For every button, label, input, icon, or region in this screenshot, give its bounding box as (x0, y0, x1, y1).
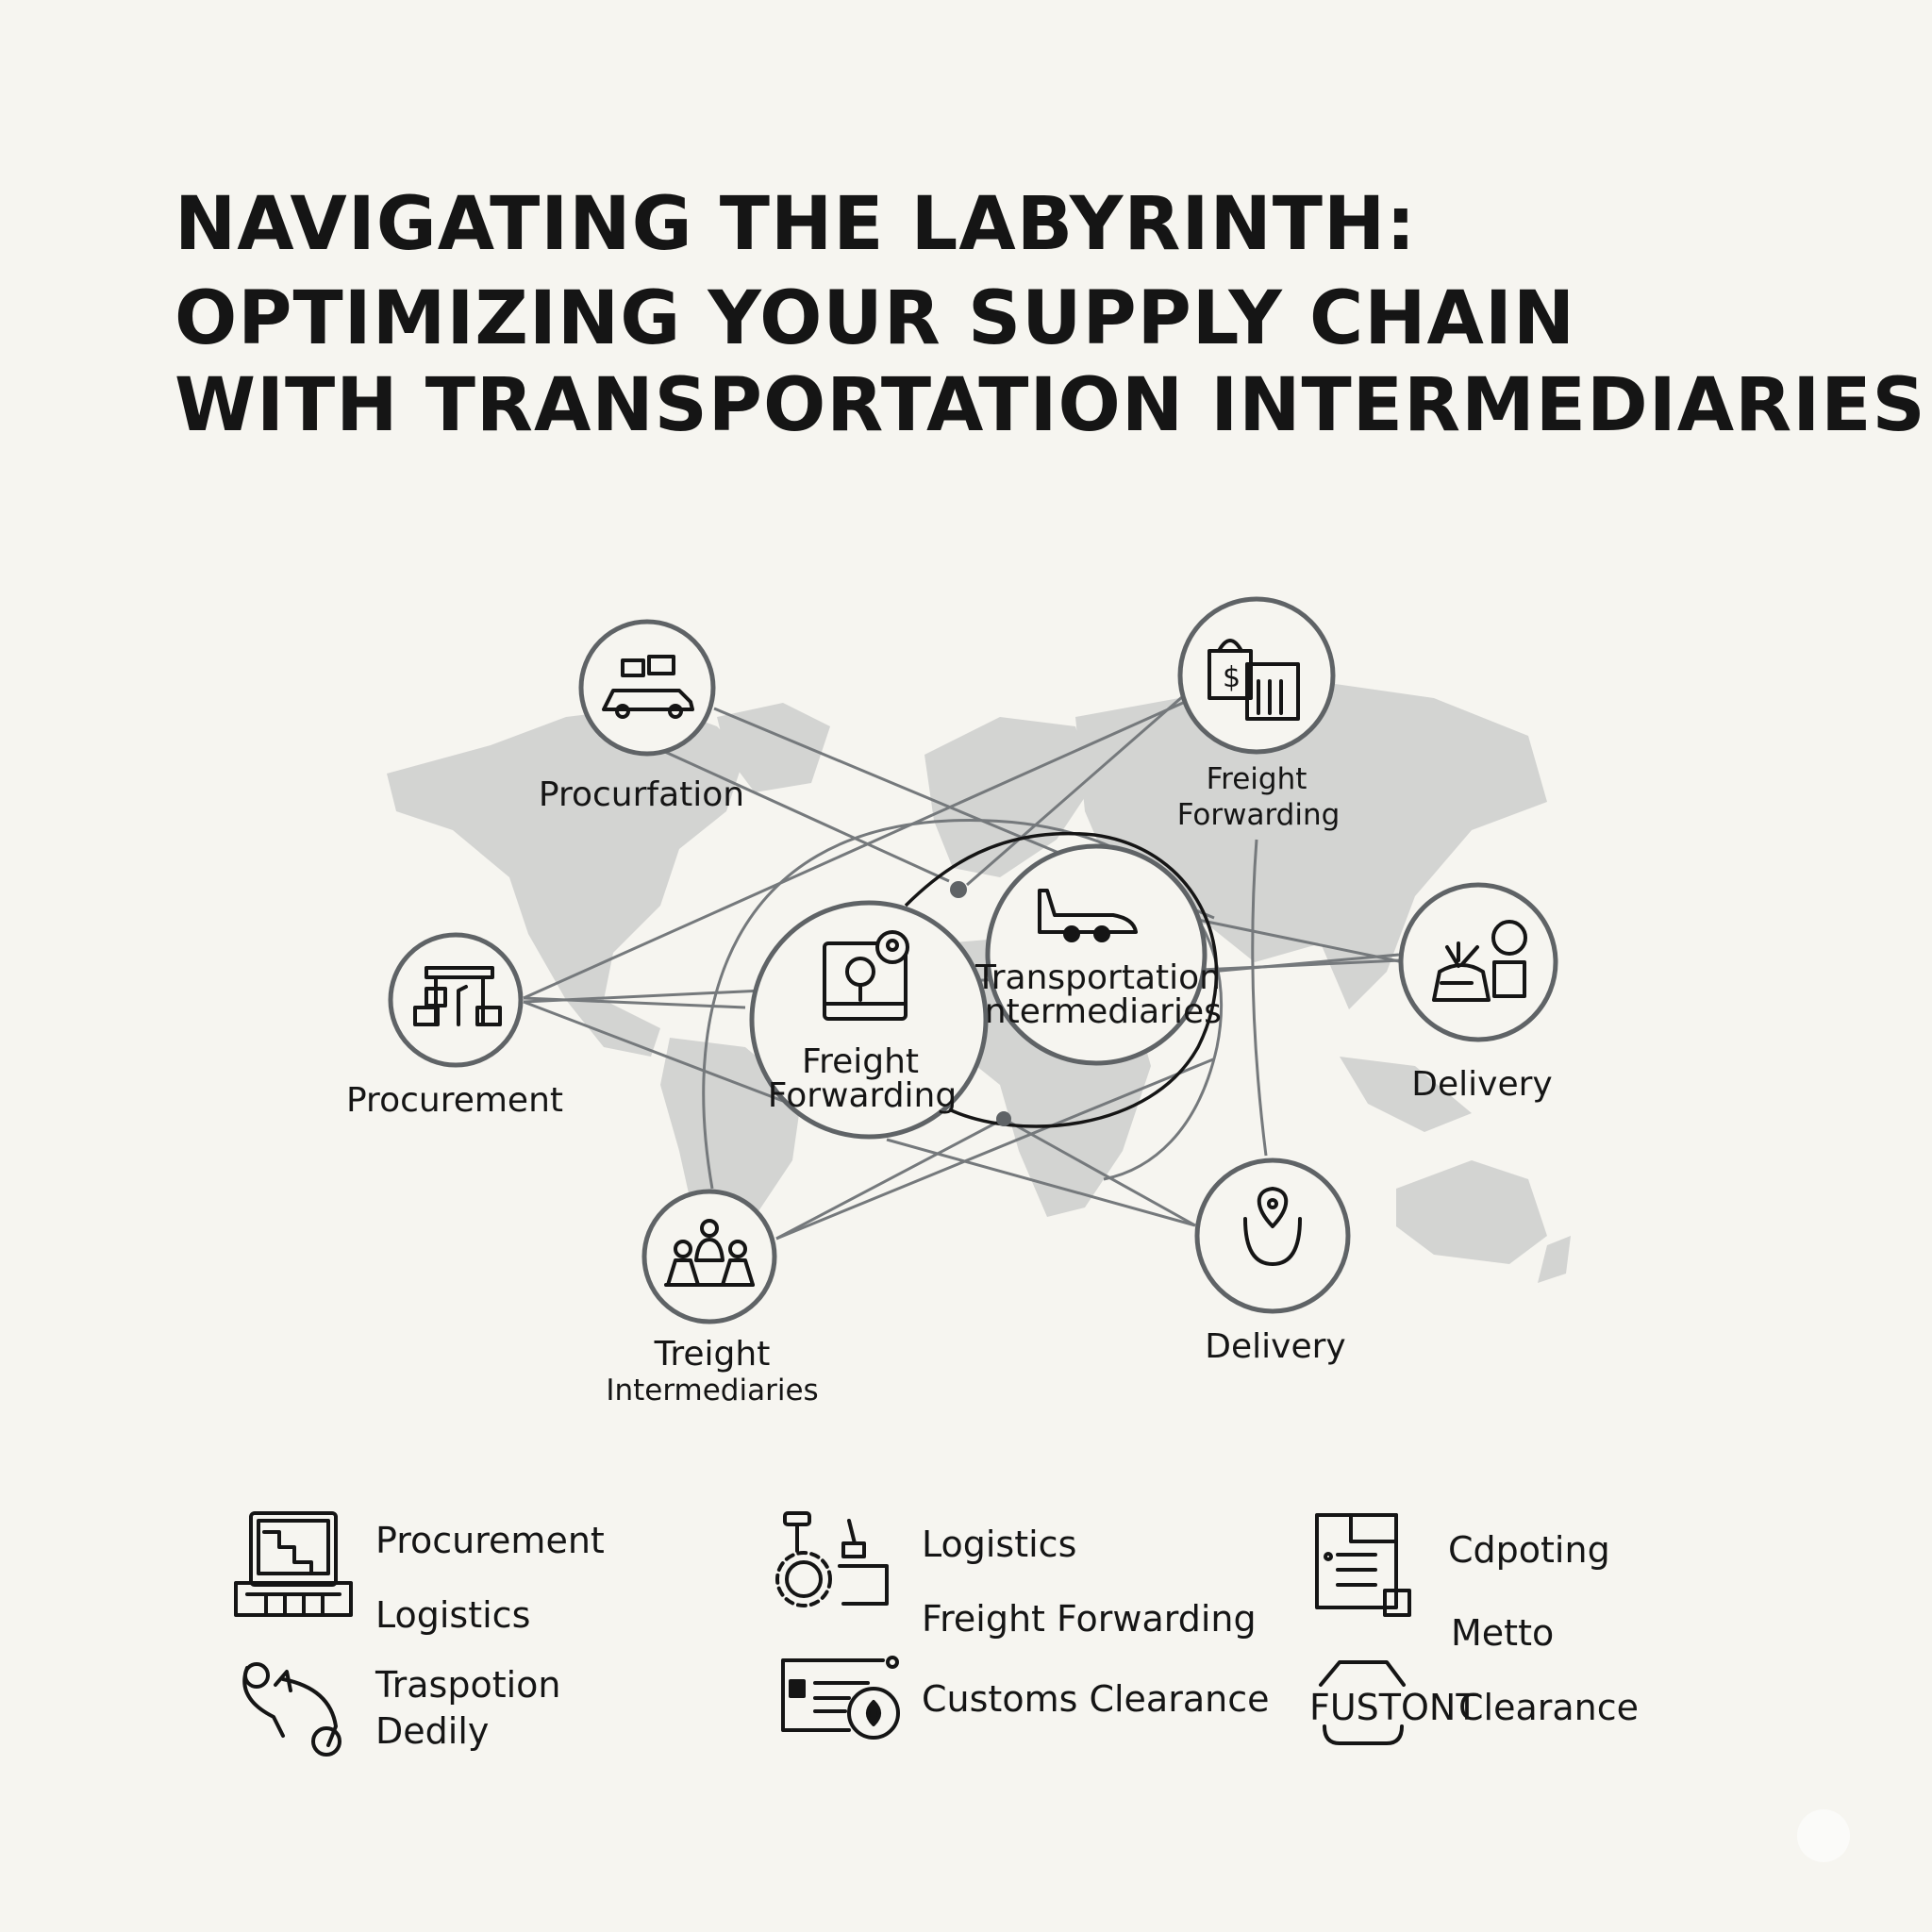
junction-dot (996, 1111, 1011, 1126)
legend-item: Dedily (375, 1710, 489, 1752)
southeast-asia (1340, 1057, 1472, 1132)
legend-item: Traspotion (375, 1664, 561, 1706)
watermark-logo (1797, 1809, 1850, 1862)
europe (924, 717, 1094, 877)
junction-dot (950, 881, 967, 898)
link (775, 1058, 1214, 1241)
legend-item: Procurement (375, 1520, 605, 1561)
node-circle (578, 619, 716, 757)
node-circle (641, 1189, 777, 1324)
node-circle (1398, 882, 1558, 1042)
legend-badge: FUSTONT (1309, 1687, 1478, 1728)
link (1003, 1117, 1196, 1227)
link (1251, 839, 1268, 1157)
node-label: Procurfation (539, 775, 744, 814)
title-line-3: WITH TRANSPORTATION INTERMEDIARIES (175, 363, 1926, 448)
node-label: Delivery (1205, 1327, 1345, 1366)
gear-tools-icon (775, 1511, 889, 1607)
node-label-line-2: Forwarding (1177, 798, 1341, 832)
legend-item: Logistics (922, 1524, 1076, 1565)
legend-item: Clearance (1458, 1687, 1639, 1728)
node-circle (388, 932, 524, 1068)
legend-item: Customs Clearance (922, 1678, 1269, 1720)
node-label-line-1: Freight (1207, 762, 1307, 796)
node-label: Delivery (1411, 1065, 1552, 1104)
greenland (717, 703, 830, 792)
title-line-1: NAVIGATING THE LABYRINTH: (175, 182, 1416, 267)
legend: Procurement Logistics Traspotion Dedily … (234, 1511, 1639, 1757)
south-america (660, 1038, 802, 1311)
computer-terminal-icon (234, 1511, 353, 1617)
node-label-line-1: Freight (802, 1042, 919, 1081)
node-delivery-right[interactable]: Delivery (1398, 882, 1558, 1104)
node-label: Procurement (346, 1081, 563, 1120)
link (1188, 953, 1400, 975)
location-pin-icon (1243, 1187, 1302, 1266)
warehouse-boxes-icon (413, 966, 502, 1026)
people-group-icon (664, 1219, 755, 1287)
car-outline-icon (1319, 1660, 1406, 1745)
shopping-bag-register-icon: $ (1208, 639, 1300, 721)
legend-item: Logistics (375, 1594, 530, 1636)
node-treight-intermediaries[interactable]: Treight Intermediaries (606, 1189, 819, 1407)
airplane-icon (1038, 889, 1138, 942)
australia (1396, 1160, 1547, 1264)
node-freight-forwarding-center[interactable]: Freight Forwarding (749, 900, 989, 1140)
link (664, 750, 950, 883)
asia (1075, 679, 1547, 1009)
node-label-line-2: Forwarding (768, 1076, 957, 1115)
id-card-lock-icon (781, 1656, 900, 1740)
node-label-line-1: Transportation (974, 958, 1221, 997)
node-circle (1194, 1158, 1351, 1314)
link (523, 701, 1184, 1000)
link-curve-black (904, 831, 1219, 1128)
circular-arrows-icon (242, 1662, 341, 1757)
node-freight-forwarding-top[interactable]: $ Freight Forwarding (1177, 596, 1341, 832)
svg-text:$: $ (1223, 661, 1241, 694)
node-label-line-2: Intermediaries (606, 1374, 818, 1407)
truck-with-boxes-icon (602, 655, 694, 719)
node-transportation-intermediaries[interactable]: Transportation Intermediaries (974, 843, 1222, 1066)
link (775, 1117, 1005, 1241)
package-delivery-icon (1432, 920, 1527, 1002)
node-label-line-2: Intermediaries (974, 992, 1222, 1031)
link (1188, 916, 1400, 963)
link (966, 694, 1184, 887)
node-circle (1177, 596, 1336, 755)
node-circle (985, 843, 1208, 1066)
document-form-icon (1315, 1513, 1411, 1617)
legend-item: Metto (1451, 1612, 1554, 1654)
node-delivery-bottom[interactable]: Delivery (1194, 1158, 1351, 1366)
north-america (387, 706, 745, 1057)
legend-item: Freight Forwarding (922, 1598, 1257, 1640)
node-procurfation[interactable]: Procurfation (539, 619, 744, 814)
tablet-location-icon (823, 930, 909, 1021)
node-procurement[interactable]: Procurement (346, 932, 563, 1120)
link-curve (702, 819, 1223, 1190)
node-label-line-1: Treight (654, 1335, 771, 1374)
title-line-2: OPTIMIZING YOUR SUPPLY CHAIN (175, 276, 1575, 361)
legend-item: Cdpoting (1448, 1529, 1610, 1571)
new-zealand (1538, 1236, 1571, 1283)
